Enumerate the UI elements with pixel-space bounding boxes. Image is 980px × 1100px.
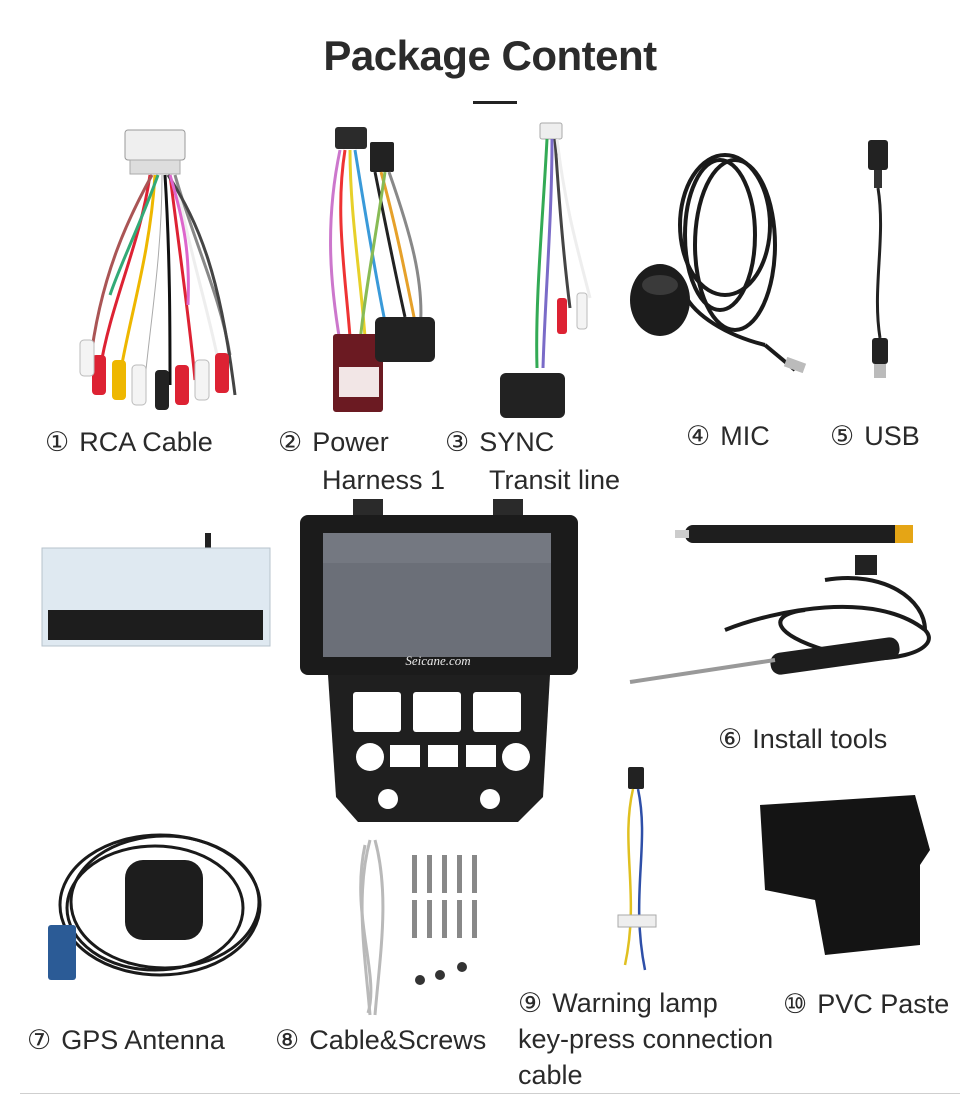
label-number: ⑩ xyxy=(783,989,808,1019)
install-tools-image xyxy=(629,525,931,684)
usb-cable-image xyxy=(868,140,888,378)
label-number: ⑦ xyxy=(27,1025,52,1055)
canbus-box-image xyxy=(41,533,271,647)
gps-antenna-image xyxy=(48,833,262,980)
power-harness-image xyxy=(329,127,435,412)
radio-watermark: Seicane.com xyxy=(405,653,470,668)
label-number: ⑧ xyxy=(275,1025,300,1055)
radio-unit-image: Seicane.com xyxy=(300,499,578,822)
label-number: ② xyxy=(278,427,303,457)
page-title: Package Content xyxy=(323,32,657,79)
sync-transit-line-image xyxy=(500,122,592,418)
footer-divider xyxy=(20,1093,960,1094)
title-underline xyxy=(473,101,517,104)
label-number: ④ xyxy=(686,421,711,451)
label-number: ⑥ xyxy=(718,724,743,754)
warning-lamp-cable-image xyxy=(617,767,657,971)
label-number: ① xyxy=(45,427,70,457)
cable-screws-image xyxy=(359,839,477,1016)
label-number: ③ xyxy=(445,427,470,457)
pvc-paste-image xyxy=(760,795,930,955)
mic-image xyxy=(630,153,807,374)
label-number: ⑨ xyxy=(518,988,543,1018)
rca-cable-image xyxy=(79,129,237,410)
label-number: ⑤ xyxy=(830,421,855,451)
